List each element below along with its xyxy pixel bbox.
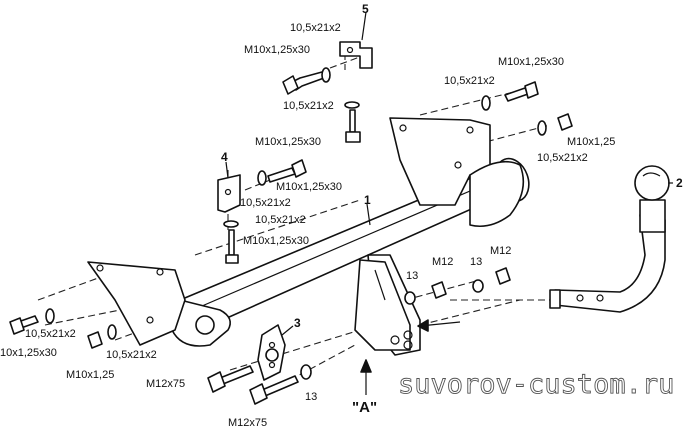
label-bolt-top: M10x1,25x30 [244, 44, 310, 56]
label-washer-bracket4: 10,5x21x2 [240, 197, 291, 209]
part-number-3: 3 [294, 316, 301, 330]
view-a-arrow [360, 359, 372, 395]
label-washer-13-c: 13 [305, 391, 317, 403]
label-washer-top: 10,5x21x2 [290, 22, 341, 34]
ball-mount [549, 165, 670, 313]
label-bolt-m12-b: M12x75 [228, 417, 267, 429]
label-washer-right-lower: 10,5x21x2 [537, 152, 588, 164]
part-number-2: 2 [676, 176, 683, 190]
bracket-top-small [339, 41, 373, 69]
hitch-pointer-arrow [417, 319, 461, 332]
part-number-1: 1 [364, 193, 371, 207]
label-bolt-bracket4-vertical: M10x1,25x30 [243, 235, 309, 247]
label-washer-left: 10,5x21x2 [25, 328, 76, 340]
label-washer-left-lower: 10,5x21x2 [106, 349, 157, 361]
label-bolt-left: 10x1,25x30 [0, 347, 57, 359]
label-washer-right: 10,5x21x2 [444, 75, 495, 87]
label-nut-m12-a: M12 [432, 256, 453, 268]
label-bolt-top-vertical: M10x1,25x30 [255, 136, 321, 148]
label-bolt-right: M10x1,25x30 [498, 56, 564, 68]
bracket-left-small [217, 174, 241, 213]
label-washer-13-a: 13 [406, 270, 418, 282]
label-washer-top-vertical: 10,5x21x2 [283, 100, 334, 112]
label-nut-right: M10x1,25 [567, 136, 615, 148]
part-number-5: 5 [362, 2, 369, 16]
watermark: suvorov-custom.ru [398, 369, 674, 400]
socket-plate [257, 324, 286, 381]
label-nut-m12-b: M12 [490, 245, 511, 257]
right-end-bracket [469, 160, 525, 228]
label-bolt-m12-a: M12x75 [146, 378, 185, 390]
view-a-label: "A" [352, 399, 377, 416]
label-bolt-bracket4: M10x1,25x30 [276, 181, 342, 193]
fasteners [9, 67, 573, 405]
label-washer-13-b: 13 [470, 256, 482, 268]
leader-lines [225, 11, 673, 336]
label-nut-left: M10x1,25 [66, 369, 114, 381]
part-number-4: 4 [221, 150, 228, 164]
label-washer-bracket4-lower: 10,5x21x2 [255, 214, 306, 226]
hitch-bracket [354, 254, 421, 356]
left-mounting-plate [87, 261, 186, 346]
